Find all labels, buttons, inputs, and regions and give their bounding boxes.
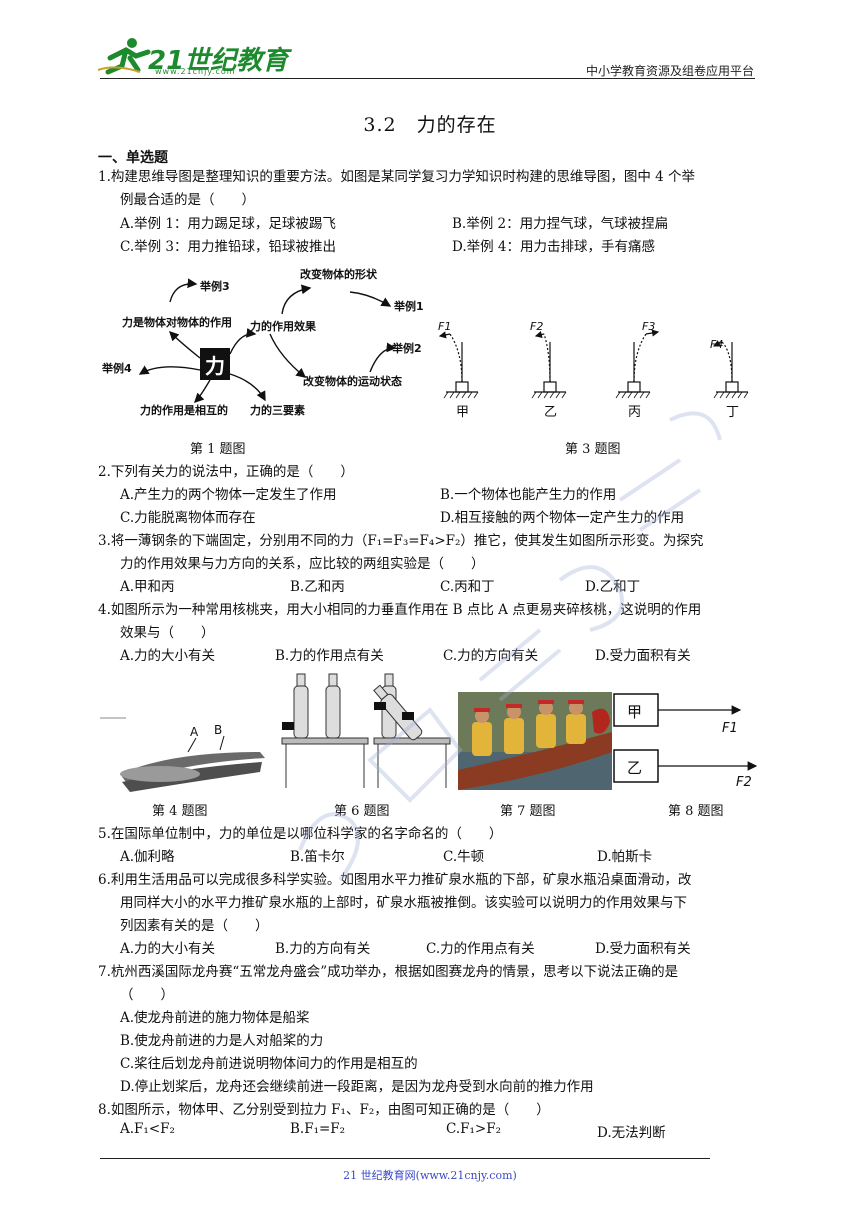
- strip-label-ding: 丁: [726, 405, 739, 420]
- platform-name: 中小学教育资源及组卷应用平台: [585, 64, 754, 78]
- strip-label-bing: 丙: [628, 405, 641, 420]
- q4-stem-line1: 4.如图所示为一种常用核桃夹，用大小相同的力垂直作用在 B 点比 A 点更易夹碎…: [98, 602, 702, 618]
- question-1: 1.构建思维导图是整理知识的重要方法。如图是某同学复习力学知识时构建的思维导图，…: [98, 166, 770, 212]
- q8-option-d: D.无法判断: [597, 1125, 666, 1141]
- force-f2-label: F2: [736, 775, 752, 790]
- q7-option-b: B.使龙舟前进的力是人对船桨的力: [120, 1033, 324, 1049]
- q2-option-a: A.产生力的两个物体一定发生了作用: [120, 487, 337, 503]
- pull-force-figure: 甲 F1 乙 F2: [613, 693, 758, 790]
- q1-option-c: C.举例 3：用力推铅球，铅球被推出: [120, 239, 337, 255]
- q7-stem-line2: （ ）: [120, 987, 174, 1003]
- q1-stem-line2: 例最合适的是（ ）: [120, 192, 255, 208]
- q7-option-d: D.停止划桨后，龙舟还会继续前进一段距离，是因为龙舟受到水向前的推力作用: [120, 1079, 594, 1095]
- nutcracker-point-a: A: [190, 725, 199, 739]
- q8-option-a: A.F₁<F₂: [120, 1121, 175, 1137]
- force-label-f2: F2: [530, 320, 543, 333]
- logo: [96, 36, 156, 76]
- q7-stem-line1: 7.杭州西溪国际龙舟赛“五常龙舟盛会”成功举办，根据如图赛龙舟的情景，思考以下说…: [98, 964, 679, 980]
- caption-fig3: 第 3 题图: [565, 442, 621, 457]
- q6-option-a: A.力的大小有关: [120, 941, 216, 957]
- mindmap-change-motion: 改变物体的运动状态: [303, 374, 402, 388]
- q2-option-d: D.相互接触的两个物体一定产生力的作用: [440, 510, 685, 526]
- q3-option-d: D.乙和丁: [585, 579, 641, 595]
- logo-url: www.21cnjy.com: [155, 67, 236, 76]
- q3-option-c: C.丙和丁: [440, 579, 495, 595]
- q4-option-b: B.力的作用点有关: [275, 648, 384, 664]
- mindmap-example1: 举例1: [393, 299, 424, 313]
- q4-stem-line2: 效果与（ ）: [120, 625, 215, 641]
- nutcracker-point-b: B: [214, 723, 222, 737]
- strip-label-jia: 甲: [456, 405, 469, 420]
- object-yi-box: [613, 749, 659, 783]
- q1-option-d: D.举例 4：用力击排球，手有痛感: [452, 239, 656, 255]
- q6-option-b: B.力的方向有关: [275, 941, 371, 957]
- caption-fig6: 第 6 题图: [334, 804, 390, 819]
- header-divider: [100, 78, 755, 79]
- q3-option-b: B.乙和丙: [290, 579, 345, 595]
- force-label-f1: F1: [438, 320, 451, 333]
- q4-option-c: C.力的方向有关: [443, 648, 539, 664]
- dragon-boat-photo: [458, 692, 612, 790]
- steel-strip-figure: F1 F2 F3 F4 甲 乙 丙 丁: [438, 320, 749, 420]
- q6-stem-line2: 用同样大小的水平力推矿泉水瓶的上部时，矿泉水瓶被推倒。该实验可以说明力的作用效果…: [120, 895, 687, 911]
- footer-divider: [100, 1158, 710, 1159]
- strip-label-yi: 乙: [544, 405, 557, 420]
- object-yi-label: 乙: [627, 759, 642, 777]
- q3-stem-line2: 力的作用效果与力方向的关系，应比较的两组实验是（ ）: [120, 556, 485, 572]
- mindmap-example3: 举例3: [199, 279, 230, 293]
- q5-option-a: A.伽利略: [120, 849, 175, 865]
- section-heading: 一、单选题: [98, 150, 168, 166]
- q7-option-a: A.使龙舟前进的施力物体是船桨: [120, 1010, 310, 1026]
- object-jia-box: [613, 693, 659, 727]
- mindmap-example4: 举例4: [101, 361, 132, 375]
- q5-stem: 5.在国际单位制中，力的单位是以哪位科学家的名字命名的（ ）: [98, 826, 503, 842]
- mindmap-figure: 举例3 改变物体的形状 举例1 力是物体对物体的作用 力的作用效果 举例2 举例…: [101, 267, 424, 417]
- q2-option-c: C.力能脱离物体而存在: [120, 510, 256, 526]
- q7-option-c: C.桨往后划龙舟前进说明物体间力的作用是相互的: [120, 1056, 418, 1072]
- q8-stem: 8.如图所示，物体甲、乙分别受到拉力 F₁、F₂，由图可知正确的是（ ）: [98, 1102, 550, 1118]
- caption-fig1: 第 1 题图: [190, 442, 246, 457]
- mindmap-change-shape: 改变物体的形状: [300, 267, 378, 281]
- q6-option-c: C.力的作用点有关: [426, 941, 535, 957]
- q5-option-c: C.牛顿: [443, 849, 485, 865]
- caption-fig8: 第 8 题图: [668, 804, 724, 819]
- mindmap-center-box: [200, 348, 230, 380]
- caption-fig7: 第 7 题图: [500, 804, 556, 819]
- q8-option-b: B.F₁=F₂: [290, 1121, 346, 1137]
- q4-option-a: A.力的大小有关: [120, 648, 216, 664]
- mindmap-three-elements: 力的三要素: [250, 403, 305, 417]
- q1-stem-line1: 1.构建思维导图是整理知识的重要方法。如图是某同学复习力学知识时构建的思维导图，…: [98, 169, 696, 185]
- q6-option-d: D.受力面积有关: [595, 941, 691, 957]
- force-label-f3: F3: [642, 320, 655, 333]
- q5-option-d: D.帕斯卡: [597, 849, 653, 865]
- force-f1-label: F1: [722, 721, 738, 736]
- mindmap-mutual-force: 力的作用是相互的: [140, 403, 228, 417]
- q3-stem-line1: 3.将一薄钢条的下端固定，分别用不同的力（F₁=F₃=F₄>F₂）推它，使其发生…: [98, 533, 704, 549]
- logo-text: 21世纪教育: [148, 46, 289, 76]
- q1-option-b: B.举例 2：用力捏气球，气球被捏扁: [452, 216, 669, 232]
- caption-fig4: 第 4 题图: [152, 804, 208, 819]
- q3-option-a: A.甲和丙: [120, 579, 175, 595]
- nutcracker-figure: A B: [100, 712, 270, 794]
- q2-option-b: B.一个物体也能产生力的作用: [440, 487, 617, 503]
- q6-stem-line1: 6.利用生活用品可以完成很多科学实验。如图用水平力推矿泉水瓶的下部，矿泉水瓶沿桌…: [98, 872, 692, 888]
- q8-option-c: C.F₁>F₂: [446, 1121, 502, 1137]
- footer-text: 21 世纪教育网(www.21cnjy.com): [343, 1169, 517, 1182]
- page-title: 3.2 力的存在: [363, 114, 497, 136]
- mindmap-force-definition: 力是物体对物体的作用: [122, 315, 232, 329]
- mindmap-force-effect: 力的作用效果: [250, 319, 316, 333]
- mindmap-center: 力: [205, 354, 225, 378]
- q2-stem: 2.下列有关力的说法中，正确的是（ ）: [98, 464, 354, 480]
- water-bottle-figure: [281, 673, 451, 788]
- mindmap-example2: 举例2: [391, 341, 422, 355]
- q1-option-a: A.举例 1：用力踢足球，足球被踢飞: [120, 216, 336, 232]
- force-label-f4: F4: [710, 338, 723, 351]
- runner-logo-icon: [97, 38, 151, 75]
- object-jia-label: 甲: [627, 703, 642, 721]
- q4-option-d: D.受力面积有关: [595, 648, 691, 664]
- q5-option-b: B.笛卡尔: [290, 849, 345, 865]
- q6-stem-line3: 列因素有关的是（ ）: [120, 918, 269, 934]
